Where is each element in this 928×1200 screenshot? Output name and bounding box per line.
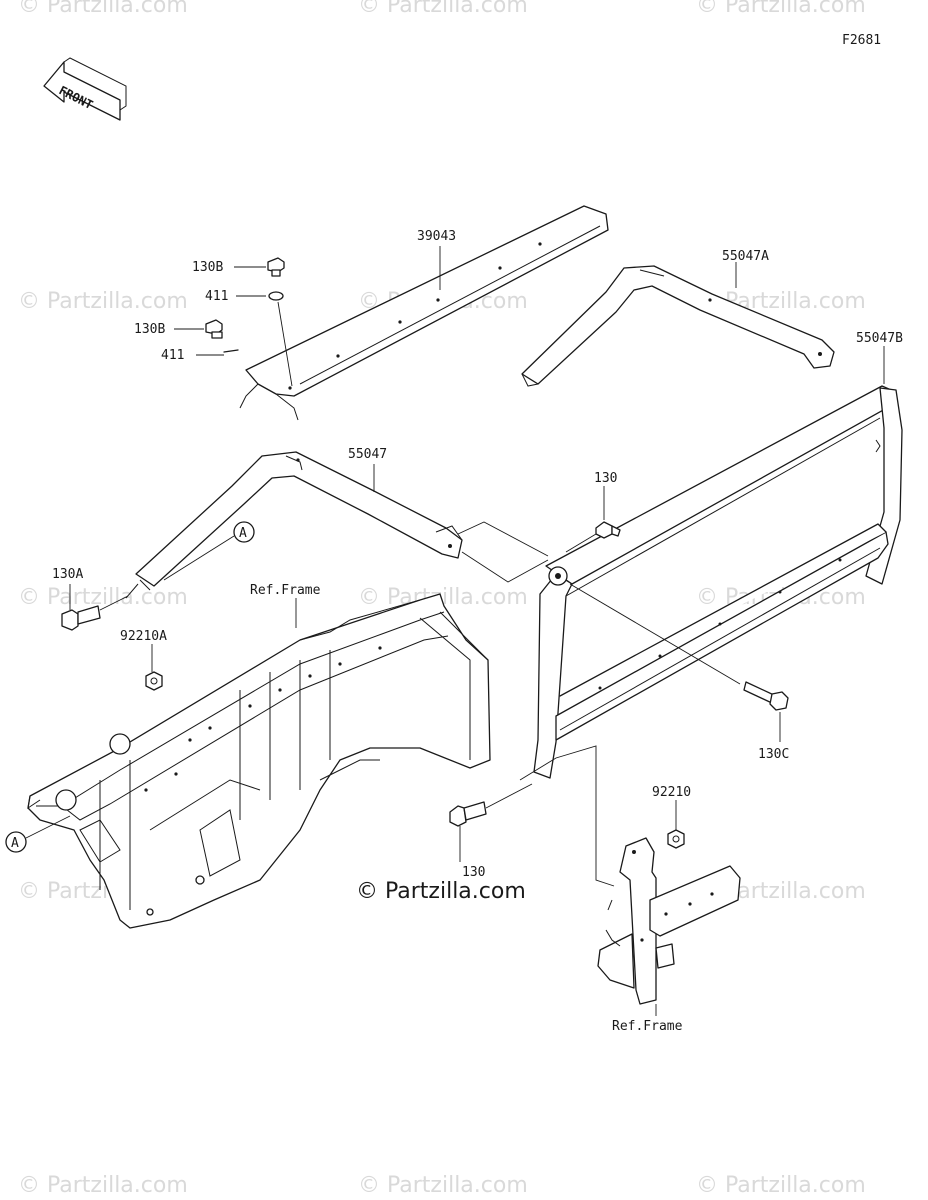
nut-92210A-icon — [145, 671, 163, 691]
watermark-center: © Partzilla.com — [356, 879, 526, 904]
part-label-39043: 39043 — [417, 229, 456, 244]
part-label-130-lower: 130 — [462, 865, 485, 880]
ref-frame-bracket — [597, 837, 741, 1005]
watermark-layer: © Partzilla.com © Partzilla.com © Partzi… — [18, 0, 866, 1198]
frame-55047B — [533, 385, 903, 779]
chassis-frame — [27, 593, 491, 929]
washer-411-icon — [223, 349, 239, 353]
nut-92210-icon — [667, 829, 685, 849]
watermark: © Partzilla.com — [358, 1173, 528, 1198]
leader-130A-right — [99, 595, 129, 611]
watermark: © Partzilla.com — [358, 0, 528, 18]
ref-marker-a: A — [11, 836, 19, 851]
ref-marker-circle — [5, 831, 27, 853]
bar-55047 — [125, 451, 463, 599]
part-label-ref-frame: Ref.Frame — [250, 583, 321, 598]
watermark: © Partzilla.com — [18, 289, 188, 314]
bar-55047A — [521, 265, 835, 387]
part-label-411: 411 — [205, 289, 228, 304]
leader-ref-a — [163, 535, 235, 581]
bolt-130B-icon — [205, 319, 223, 339]
figure-code: F2681 — [842, 33, 881, 48]
leader-to-ref-frame-2 — [519, 745, 615, 887]
part-label-55047A: 55047A — [722, 249, 769, 264]
front-arrow-icon: FRONT — [43, 57, 127, 121]
part-label-92210: 92210 — [652, 785, 691, 800]
part-label-130: 130 — [594, 471, 617, 486]
leader-130-down — [565, 533, 597, 553]
bolt-130B-icon — [267, 257, 285, 277]
watermark: © Partzilla.com — [18, 0, 188, 18]
leader-connect — [461, 551, 549, 583]
bolt-130-lower-icon — [449, 801, 487, 827]
part-label-ref-frame-2: Ref.Frame — [612, 1019, 683, 1034]
bolt-130A-icon — [61, 605, 101, 631]
bolt-130-icon — [595, 521, 621, 539]
leader-connect — [457, 521, 549, 557]
part-label-92210A: 92210A — [120, 629, 167, 644]
leader-ref-a — [25, 815, 71, 839]
watermark: © Partzilla.com — [18, 585, 188, 610]
washer-411-icon — [268, 291, 284, 301]
part-label-130C: 130C — [758, 747, 789, 762]
watermark: © Partzilla.com — [18, 1173, 188, 1198]
part-label-130B: 130B — [134, 322, 165, 337]
part-label-55047B: 55047B — [856, 331, 903, 346]
leader-130-lower-right — [485, 783, 533, 809]
bolt-130C-icon — [743, 681, 789, 711]
part-label-411: 411 — [161, 348, 184, 363]
part-label-130B: 130B — [192, 260, 223, 275]
watermark: © Partzilla.com — [696, 1173, 866, 1198]
part-label-55047: 55047 — [348, 447, 387, 462]
watermark: © Partzilla.com — [696, 0, 866, 18]
leader-411-down — [277, 301, 293, 387]
ref-marker-circle — [233, 521, 255, 543]
part-label-130A: 130A — [52, 567, 83, 582]
ref-marker-a: A — [239, 526, 247, 541]
leader-130C-to-frame — [569, 583, 741, 685]
panel-39043 — [239, 205, 609, 421]
